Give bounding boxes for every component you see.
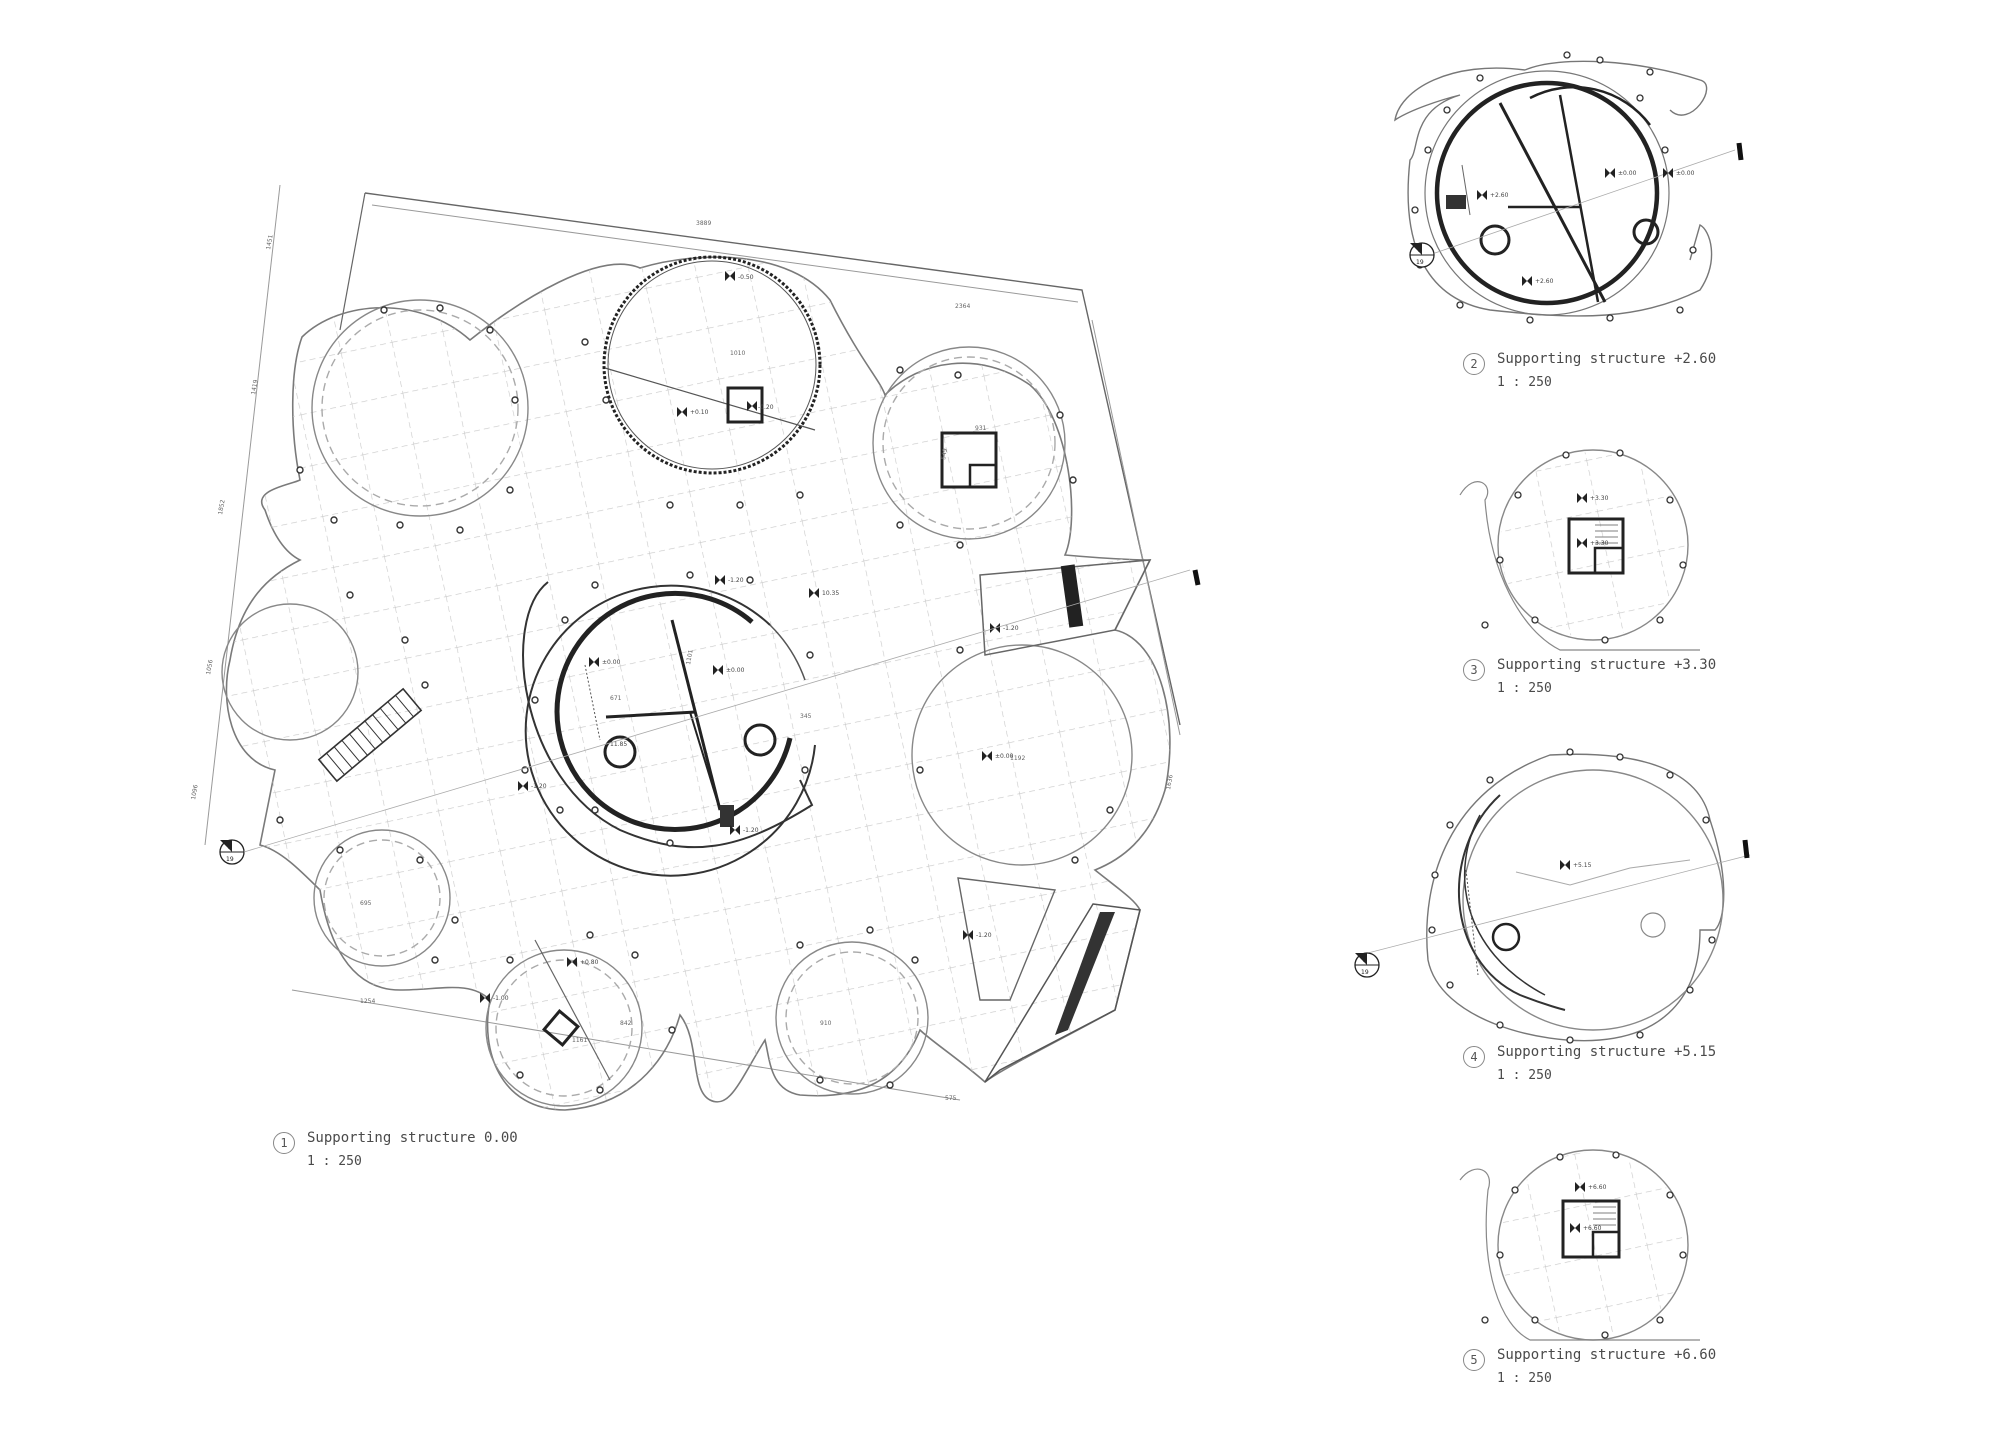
svg-text:-0.50: -0.50 bbox=[738, 274, 754, 281]
svg-text:1451: 1451 bbox=[265, 234, 275, 250]
svg-text:1636: 1636 bbox=[1165, 774, 1175, 790]
plan-number: 4 bbox=[1463, 1046, 1485, 1068]
plan-scale: 1 : 250 bbox=[1497, 1068, 1552, 1083]
stair-core-1 bbox=[726, 386, 764, 424]
plan-scale: 1 : 250 bbox=[1497, 1371, 1552, 1386]
pod-s2 bbox=[775, 941, 929, 1095]
svg-text:+2.60: +2.60 bbox=[1490, 192, 1509, 199]
west-stair bbox=[317, 687, 423, 783]
svg-text:2: 2 bbox=[1418, 247, 1422, 254]
svg-text:19: 19 bbox=[1416, 259, 1424, 266]
pod-ne bbox=[872, 346, 1066, 540]
main-ring-wall bbox=[554, 590, 793, 832]
ring-260 bbox=[1434, 80, 1660, 306]
plan-title: Supporting structure 0.00 bbox=[307, 1130, 518, 1146]
svg-text:11.85: 11.85 bbox=[610, 741, 627, 748]
svg-text:+6.60: +6.60 bbox=[1583, 1225, 1602, 1232]
plan-number: 5 bbox=[1463, 1349, 1485, 1371]
plan-title: Supporting structure +2.60 bbox=[1497, 351, 1717, 367]
svg-text:549: 549 bbox=[940, 448, 949, 461]
svg-text:+0.80: +0.80 bbox=[580, 959, 599, 966]
plan-number: 3 bbox=[1463, 659, 1485, 681]
svg-text:+3.30: +3.30 bbox=[1590, 540, 1609, 547]
svg-text:910: 910 bbox=[820, 1020, 832, 1027]
svg-text:+5.15: +5.15 bbox=[1573, 862, 1592, 869]
svg-text:-0.20: -0.20 bbox=[758, 404, 774, 411]
svg-text:842: 842 bbox=[620, 1020, 632, 1027]
plan-5-level-660: +6.60 +6.60 bbox=[1459, 1149, 1700, 1341]
svg-text:±0.00: ±0.00 bbox=[1618, 170, 1637, 177]
svg-text:19: 19 bbox=[1361, 969, 1369, 976]
svg-text:1852: 1852 bbox=[217, 499, 227, 515]
svg-text:1254: 1254 bbox=[360, 998, 375, 1005]
pod-e bbox=[911, 644, 1133, 866]
svg-text:1056: 1056 bbox=[205, 659, 215, 675]
svg-text:±0.00: ±0.00 bbox=[602, 659, 621, 666]
svg-text:2: 2 bbox=[228, 844, 232, 851]
svg-text:1010: 1010 bbox=[730, 350, 745, 357]
pod-w bbox=[221, 603, 359, 741]
main-ring-outer bbox=[524, 584, 816, 877]
pod-sw bbox=[313, 829, 451, 967]
svg-text:1192: 1192 bbox=[1010, 755, 1025, 762]
svg-text:1161: 1161 bbox=[572, 1037, 587, 1044]
svg-text:-1.20: -1.20 bbox=[728, 577, 744, 584]
svg-text:+0.10: +0.10 bbox=[690, 409, 709, 416]
svg-text:3889: 3889 bbox=[696, 220, 711, 227]
section-marker-icon: 2 19 bbox=[219, 839, 245, 865]
pod-s1 bbox=[485, 949, 643, 1107]
section-marker-icon: 2 19 bbox=[1354, 952, 1380, 978]
plan-number: 1 bbox=[273, 1132, 295, 1154]
svg-text:1419: 1419 bbox=[250, 379, 260, 395]
svg-text:+2.60: +2.60 bbox=[1535, 278, 1554, 285]
svg-text:931: 931 bbox=[975, 425, 987, 432]
svg-text:±0.00: ±0.00 bbox=[726, 667, 745, 674]
plan-number: 2 bbox=[1463, 353, 1485, 375]
column-dot-icon bbox=[276, 304, 1114, 1094]
svg-text:±0.00: ±0.00 bbox=[1676, 170, 1695, 177]
plan-scale: 1 : 250 bbox=[1497, 681, 1552, 696]
svg-text:695: 695 bbox=[360, 900, 372, 907]
plan-title: Supporting structure +5.15 bbox=[1497, 1044, 1717, 1060]
svg-text:2: 2 bbox=[1363, 957, 1367, 964]
plan-scale: 1 : 250 bbox=[1497, 375, 1552, 390]
svg-text:1101: 1101 bbox=[685, 649, 695, 665]
svg-text:345: 345 bbox=[800, 713, 812, 720]
svg-text:19: 19 bbox=[226, 856, 234, 863]
svg-text:1096: 1096 bbox=[190, 784, 200, 800]
pod-nw bbox=[311, 299, 529, 517]
tower-serrated bbox=[602, 255, 822, 475]
plan-1-ground-floor: 3889 2364 1451 1419 1852 1056 1096 1254 1192 1… bbox=[190, 184, 1201, 1111]
plan-4-level-515: +5.15 2 19 bbox=[1354, 748, 1751, 1044]
plan-title: Supporting structure +3.30 bbox=[1497, 657, 1717, 673]
svg-text:±0.00: ±0.00 bbox=[995, 753, 1014, 760]
svg-text:2364: 2364 bbox=[955, 303, 970, 310]
plan-2-level-260: +2.60 ±0.00 ±0.00 +2.60 2 19 bbox=[1394, 51, 1744, 324]
svg-text:-1.20: -1.20 bbox=[743, 827, 759, 834]
svg-text:575: 575 bbox=[945, 1095, 957, 1102]
svg-text:+3.30: +3.30 bbox=[1590, 495, 1609, 502]
svg-text:-1.20: -1.20 bbox=[976, 932, 992, 939]
plan-title: Supporting structure +6.60 bbox=[1497, 1347, 1717, 1363]
plan-scale: 1 : 250 bbox=[307, 1154, 362, 1169]
svg-text:-1.20: -1.20 bbox=[1003, 625, 1019, 632]
svg-text:10.35: 10.35 bbox=[822, 590, 839, 597]
svg-text:671: 671 bbox=[610, 695, 622, 702]
svg-text:-1.20: -1.20 bbox=[531, 783, 547, 790]
svg-text:-1.00: -1.00 bbox=[493, 995, 509, 1002]
plan-3-level-330: +3.30 +3.30 bbox=[1459, 449, 1700, 651]
svg-text:+6.60: +6.60 bbox=[1588, 1184, 1607, 1191]
section-marker-icon: 2 19 bbox=[1409, 242, 1435, 268]
